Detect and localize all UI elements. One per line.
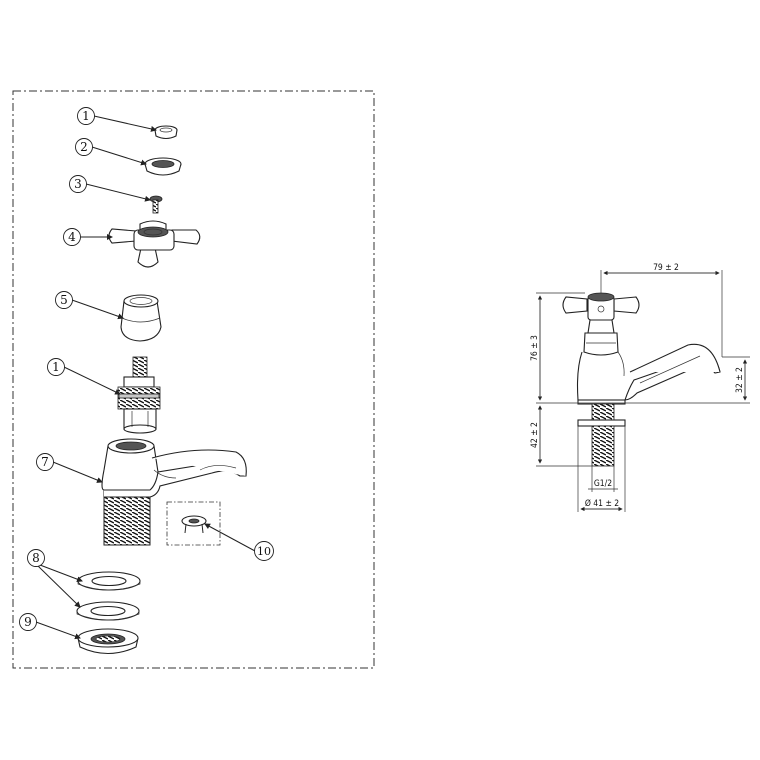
callout-number: 9 bbox=[24, 615, 32, 629]
callout-number: 7 bbox=[41, 455, 49, 469]
callout-1-cap: 1 bbox=[77, 107, 157, 132]
callout-2-ring: 2 bbox=[75, 138, 147, 166]
callout-number: 2 bbox=[80, 140, 88, 154]
part-backnut bbox=[77, 628, 139, 655]
callout-number: 10 bbox=[257, 545, 271, 558]
dimension-base-diameter-label: Ø 41 ± 2 bbox=[585, 498, 619, 509]
dimension-height-label: 76 ± 3 bbox=[530, 335, 540, 361]
part-cartridge-valve bbox=[117, 356, 161, 434]
dimension-width-label: 79 ± 2 bbox=[653, 263, 679, 273]
part-tap-body bbox=[101, 438, 247, 546]
callout-number: 8 bbox=[32, 551, 40, 565]
callout-10-fitting: 10 bbox=[204, 523, 274, 561]
callout-5-sleeve: 5 bbox=[55, 291, 124, 320]
part-shroud-ring bbox=[144, 157, 182, 176]
callout-3-screw: 3 bbox=[69, 175, 151, 202]
callout-4-handle: 4 bbox=[63, 228, 113, 246]
exploded-view-frame bbox=[12, 90, 375, 669]
part-screw bbox=[149, 195, 163, 214]
part-washers bbox=[76, 571, 141, 621]
callout-8-washers: 8 bbox=[27, 549, 83, 608]
dimension-thread-length: 42 ± 2 bbox=[530, 405, 592, 467]
dimension-thread-length-label: 42 ± 2 bbox=[530, 422, 540, 448]
dimension-spout-height-label: 32 ± 2 bbox=[735, 367, 745, 393]
dimension-base-diameter: Ø 41 ± 2 bbox=[577, 426, 626, 512]
callout-number: 5 bbox=[60, 293, 68, 307]
callout-number: 4 bbox=[68, 230, 76, 244]
callout-number: 1 bbox=[52, 360, 60, 374]
callout-number: 1 bbox=[82, 109, 90, 123]
part-10-detail-frame bbox=[166, 501, 221, 546]
callout-7-body: 7 bbox=[36, 453, 103, 483]
dimension-spout-height: 32 ± 2 bbox=[632, 356, 750, 404]
assembled-tap-side-view bbox=[562, 292, 721, 467]
part-indicator-cap bbox=[154, 125, 178, 140]
dimension-width: 79 ± 2 bbox=[600, 263, 723, 357]
callout-9-backnut: 9 bbox=[19, 613, 81, 640]
part-sleeve bbox=[120, 294, 162, 342]
part-spanner-fitting bbox=[181, 515, 207, 534]
callout-1-cartridge: 1 bbox=[47, 358, 121, 395]
dimension-thread: G1/2 bbox=[588, 466, 618, 492]
callout-number: 3 bbox=[74, 177, 82, 191]
dimension-thread-label: G1/2 bbox=[594, 479, 612, 489]
dimension-height: 76 ± 3 bbox=[530, 292, 585, 404]
part-cross-handle bbox=[108, 220, 201, 268]
